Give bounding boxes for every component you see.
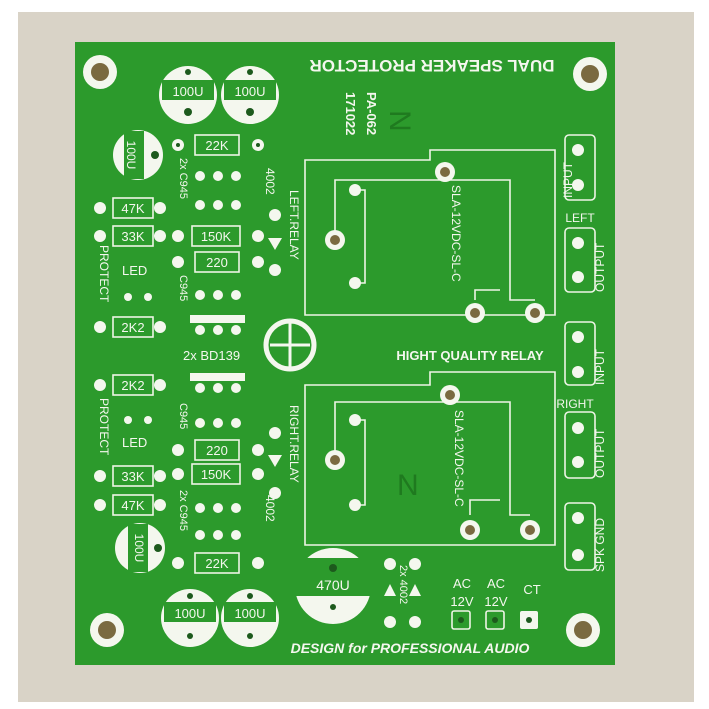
resistor-220: 220 [172, 251, 264, 273]
transistors [195, 418, 241, 540]
capacitor: 100U [161, 589, 219, 647]
right-relay-label: RIGHT.RELAY [287, 405, 301, 483]
driver-label: 2x BD139 [183, 348, 240, 363]
svg-text:OUTPUT: OUTPUT [593, 428, 607, 478]
protect-label: PROTECT [97, 245, 111, 303]
brand-logo [263, 318, 317, 372]
svg-text:AC: AC [453, 576, 471, 591]
resistor-2k2: 2K2 [94, 374, 166, 396]
relay-right: SLA-12VDC-SL-C N [304, 371, 556, 546]
diode-label: 4002 [263, 168, 277, 195]
svg-text:100U: 100U [234, 606, 265, 621]
model-number: PA-062 [364, 92, 379, 135]
connector-left-output: OUTPUT [564, 227, 607, 293]
resistor-220: 220 [172, 439, 264, 461]
board-title: DUAL SPEAKER PROTECTOR [310, 56, 555, 75]
svg-text:33K: 33K [121, 229, 144, 244]
svg-text:100U: 100U [172, 84, 203, 99]
power-terminals: AC 12V AC 12V CT [450, 576, 541, 630]
connector-left-input: INPUT [561, 134, 596, 201]
led-pads [124, 293, 152, 301]
transistors [195, 171, 241, 300]
svg-text:100U: 100U [174, 606, 205, 621]
led-label: LED [122, 435, 147, 450]
resistor-2k2: 2K2 [94, 316, 166, 338]
capacitor: 100U [115, 523, 165, 573]
svg-text:150K: 150K [201, 229, 232, 244]
diode [268, 427, 282, 499]
svg-text:SLA-12VDC-SL-C: SLA-12VDC-SL-C [452, 410, 466, 507]
svg-text:SPK GND: SPK GND [593, 518, 607, 572]
capacitor: 100U [159, 66, 217, 124]
resistor-33k: 33K [94, 225, 166, 247]
led-label: LED [122, 263, 147, 278]
bd139-transistors [190, 315, 245, 393]
relay-mark-top: N [383, 110, 416, 132]
connector-right-output: OUTPUT [564, 411, 607, 479]
svg-text:2x 4002: 2x 4002 [397, 565, 409, 604]
resistor-150k: 150K [172, 225, 264, 247]
svg-text:47K: 47K [121, 201, 144, 216]
relay-left: SLA-12VDC-SL-C [304, 149, 556, 323]
transistor-label: 2x C945 [177, 158, 189, 199]
svg-text:100U: 100U [124, 141, 138, 170]
svg-text:INPUT: INPUT [593, 348, 607, 385]
svg-text:12V: 12V [484, 594, 507, 609]
svg-text:CT: CT [523, 582, 540, 597]
svg-text:N: N [397, 469, 419, 502]
svg-text:22K: 22K [205, 138, 228, 153]
bridge-diodes: 2x 4002 [384, 558, 421, 628]
svg-text:SLA-12VDC-SL-C: SLA-12VDC-SL-C [449, 185, 463, 282]
diode [268, 209, 282, 276]
svg-text:12V: 12V [450, 594, 473, 609]
svg-text:INPUT: INPUT [561, 161, 575, 198]
relay-heading: HIGHT QUALITY RELAY [396, 348, 544, 363]
right-label: RIGHT [556, 397, 594, 411]
svg-text:220: 220 [206, 443, 228, 458]
resistor-22k: 22K [172, 134, 264, 156]
transistor-label: C945 [177, 275, 189, 301]
transistor-label: C945 [177, 403, 189, 429]
resistor-33k: 33K [94, 465, 166, 487]
resistor-47k: 47K [94, 494, 166, 516]
svg-text:2K2: 2K2 [121, 320, 144, 335]
left-relay-label: LEFT.RELAY [287, 190, 301, 260]
protect-label: PROTECT [97, 398, 111, 456]
resistor-22k: 22K [172, 552, 264, 574]
svg-text:2K2: 2K2 [121, 378, 144, 393]
connector-right-input: INPUT [564, 321, 607, 386]
svg-text:100U: 100U [132, 534, 146, 563]
left-label: LEFT [565, 211, 595, 225]
footer-text: DESIGN for PROFESSIONAL AUDIO [291, 640, 530, 656]
svg-text:220: 220 [206, 255, 228, 270]
capacitor: 100U [221, 589, 279, 647]
connector-spk-gnd: SPK GND [564, 502, 607, 572]
svg-text:AC: AC [487, 576, 505, 591]
svg-text:22K: 22K [205, 556, 228, 571]
capacitor: 100U [113, 130, 163, 180]
mounting-holes [83, 55, 607, 647]
resistor-47k: 47K [94, 197, 166, 219]
date-code: 171022 [343, 92, 358, 135]
svg-text:33K: 33K [121, 469, 144, 484]
led-pads [124, 416, 152, 424]
svg-text:150K: 150K [201, 467, 232, 482]
svg-text:100U: 100U [234, 84, 265, 99]
capacitor: 100U [221, 66, 279, 124]
svg-text:470U: 470U [316, 577, 349, 593]
diode-label: 4002 [263, 495, 277, 522]
svg-text:47K: 47K [121, 498, 144, 513]
svg-text:OUTPUT: OUTPUT [593, 242, 607, 292]
transistor-label: 2x C945 [177, 490, 189, 531]
resistor-150k: 150K [172, 463, 264, 485]
capacitor-470u: 470U [294, 548, 372, 624]
